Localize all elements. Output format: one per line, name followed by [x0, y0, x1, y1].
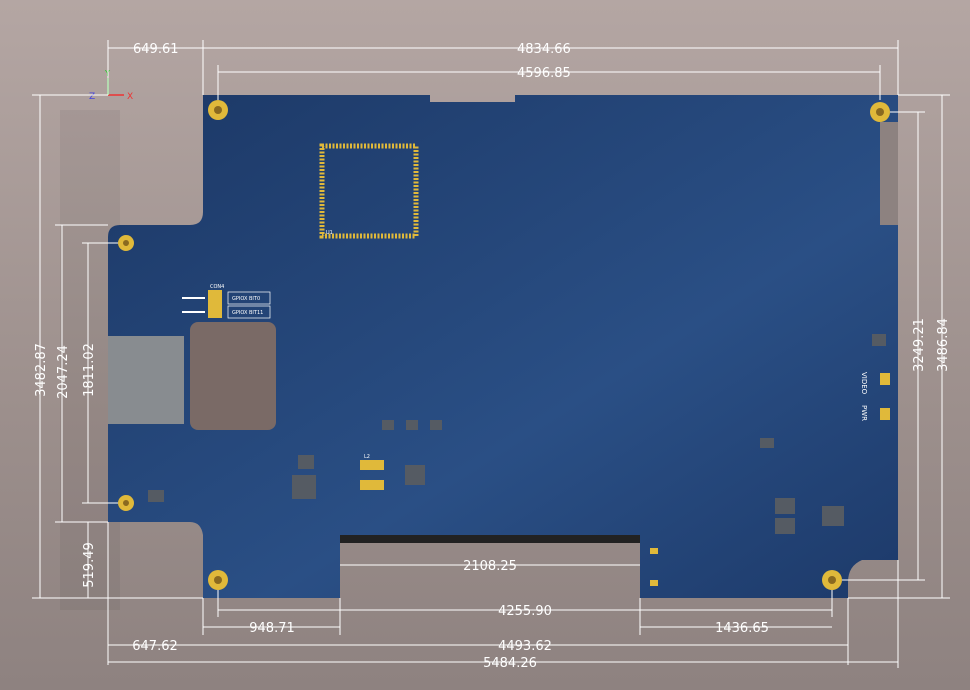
bottom-connector	[340, 535, 640, 543]
right-connector-cutout	[880, 122, 898, 225]
pcb-board	[108, 95, 898, 598]
dim-hole-span-top: 4596.85	[517, 66, 571, 81]
dim-bottom-left-offset: 647.62	[132, 639, 178, 654]
dim-left-hole-span: 1811.02	[82, 343, 97, 397]
dim-left-inner-height: 2047.24	[56, 345, 71, 399]
dim-right-hole-span: 3249.21	[912, 318, 927, 372]
dim-overall-bottom-width: 5484.26	[483, 656, 537, 671]
dim-right-height: 3486.84	[936, 318, 951, 372]
ethernet-jack	[108, 336, 184, 424]
dim-left-bottom-offset: 519.49	[82, 542, 97, 588]
dim-bottom-right-segment: 1436.65	[715, 621, 769, 636]
dim-bottom-left-segment: 948.71	[249, 621, 295, 636]
video-label: VIDEO	[860, 372, 868, 395]
con4-label: CON4	[210, 284, 224, 290]
z-axis-label: Z	[89, 92, 95, 102]
gpio-bit11-label: GPIOX BIT11	[232, 310, 263, 316]
pwr-label: PWR	[860, 405, 868, 421]
l2-label: L2	[364, 454, 370, 460]
gpio-header: CON4 GPIOX BIT0 GPIOX BIT11	[182, 284, 271, 319]
dimension-lines	[32, 40, 950, 668]
dimension-labels: 649.61 4834.66 4596.85 3482.87 2047.24 1…	[34, 42, 951, 671]
dim-bottom-connector-width: 2108.25	[463, 559, 517, 574]
dim-bottom-board-width: 4493.62	[498, 639, 552, 654]
gpio-bit0-label: GPIOX BIT0	[232, 296, 260, 302]
board-cutout-window	[190, 322, 276, 430]
cpu-qfp-footprint: U1	[319, 143, 419, 239]
dim-top-left-offset: 649.61	[133, 42, 179, 57]
components: L2 VIDEO PWR	[148, 334, 890, 586]
dim-left-height: 3482.87	[34, 343, 49, 397]
x-axis-label: X	[127, 92, 133, 102]
mounting-holes	[118, 100, 890, 590]
cpu-label: U1	[326, 230, 333, 236]
axis-triad: X Y Z	[89, 69, 133, 102]
dim-bottom-hole-span: 4255.90	[498, 604, 552, 619]
y-axis-label: Y	[104, 69, 110, 78]
dim-overall-top-width: 4834.66	[517, 42, 571, 57]
